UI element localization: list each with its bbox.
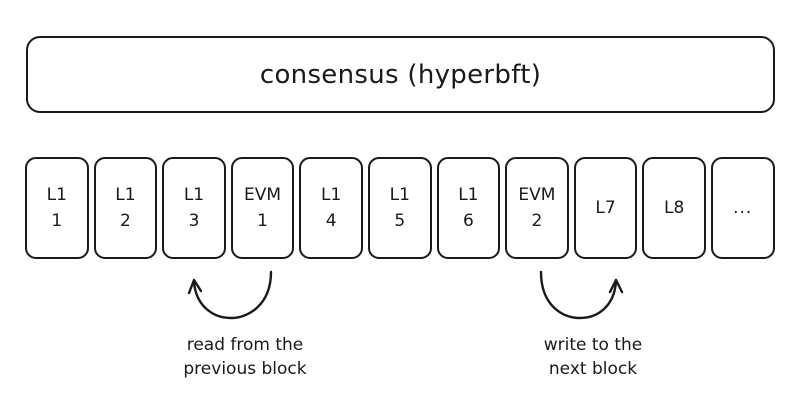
block-label-primary: L1 [46,184,67,205]
block-label-secondary: 1 [51,210,63,231]
block-l1-6[interactable]: L1 6 [436,157,501,259]
block-label-primary: L1 [389,184,410,205]
block-label-primary: EVM [244,184,282,205]
block-label-secondary: 1 [257,210,268,231]
block-row: L1 1 L1 2 L1 3 EVM 1 L1 4 L1 5 L1 6 EVM [25,157,775,259]
block-label-secondary: 6 [462,210,474,231]
block-label-secondary: 4 [325,210,337,231]
consensus-bar: consensus (hyperbft) [26,36,775,113]
block-l1-4[interactable]: L1 4 [299,157,363,259]
read-arrow-head [187,278,203,295]
block-label-primary: L7 [595,197,616,218]
annotation-line-1: read from the [186,335,304,355]
block-label-primary: L1 [183,184,205,205]
block-ellipsis[interactable]: ... [710,157,775,259]
block-label-secondary: 3 [188,210,200,231]
block-l8[interactable]: L8 [642,157,706,259]
block-l7[interactable]: L7 [573,157,638,259]
block-label-primary: L1 [321,184,342,205]
block-label-primary: L8 [663,197,685,218]
consensus-label: consensus (hyperbft) [259,59,542,90]
block-evm-1[interactable]: EVM 1 [230,157,295,259]
annotation-line-2: next block [548,359,638,379]
read-arrow-curve [192,270,273,320]
block-l1-1[interactable]: L1 1 [25,157,89,259]
block-label-primary: L1 [458,184,479,205]
annotation-read-from-previous-block: read from the previous block [135,333,355,381]
block-l1-5[interactable]: L1 5 [367,157,432,259]
block-label-secondary: 2 [119,210,131,231]
block-label-secondary: 2 [531,210,543,231]
annotation-write-to-next-block: write to the next block [483,333,703,381]
block-evm-2[interactable]: EVM 2 [505,157,569,259]
ellipsis-icon: ... [733,197,753,218]
write-arrow-head [608,278,624,294]
block-l1-3[interactable]: L1 3 [162,157,226,259]
annotation-line-2: previous block [183,359,307,379]
write-arrow-curve [539,270,618,320]
block-label-primary: L1 [115,184,136,205]
block-l1-2[interactable]: L1 2 [93,157,158,259]
block-label-secondary: 5 [394,210,406,231]
block-label-primary: EVM [518,184,556,205]
annotation-line-1: write to the [543,335,643,355]
